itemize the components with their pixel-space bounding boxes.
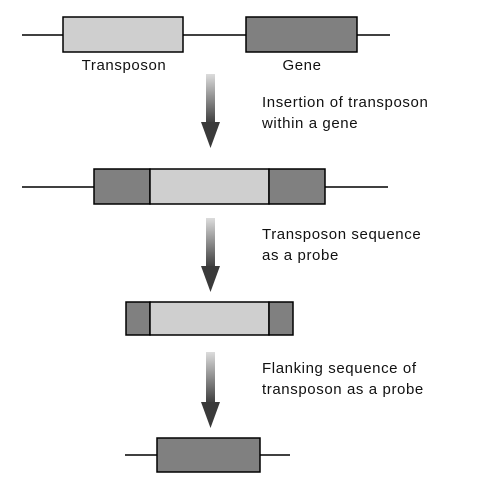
step-arrow-2 [201,218,220,292]
flanking-gene-box [156,437,261,473]
step-2-caption-line1: Transposon sequence [262,226,421,243]
transposon-box [62,16,184,53]
gene-box [245,16,358,53]
row-flanking-probe [125,437,290,473]
step-arrow-1 [201,74,220,148]
row-separate-elements: Transposon Gene [22,16,390,74]
transposon-label: Transposon [82,57,167,74]
inserted-transposon [149,168,270,205]
row-inserted-gene [22,168,388,205]
step-1-caption-line1: Insertion of transposon [262,94,428,111]
step-1-caption-line2: within a gene [261,115,358,132]
step-3-caption-line1: Flanking sequence of [262,360,417,377]
step-arrow-3 [201,352,220,428]
step-3-caption-line2: transposon as a probe [262,381,424,398]
gene-right-part [268,168,326,205]
probe-left-flank [125,301,151,336]
probe-right-flank [268,301,294,336]
gene-label: Gene [282,57,321,74]
row-transposon-probe [125,301,294,336]
probe-transposon [149,301,270,336]
step-2-caption-line2: as a probe [262,247,339,264]
gene-left-part [93,168,151,205]
